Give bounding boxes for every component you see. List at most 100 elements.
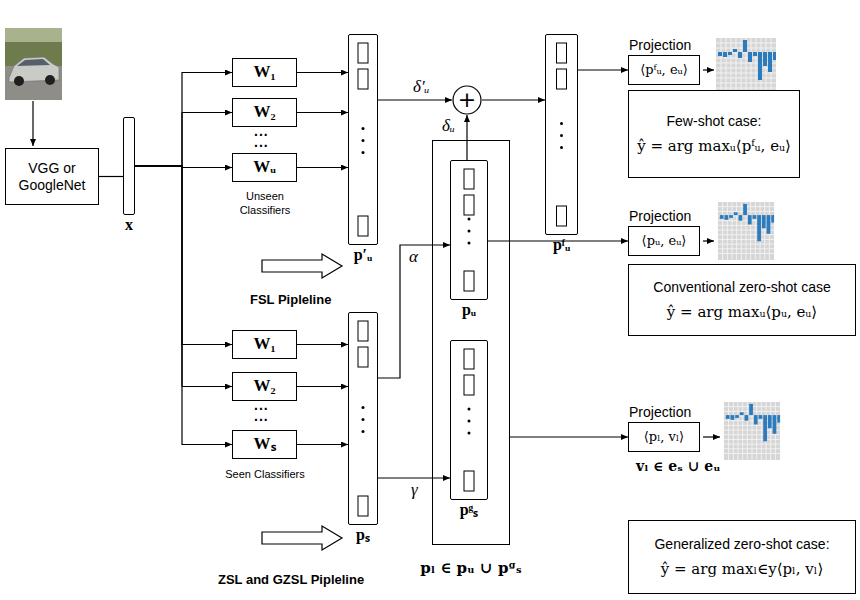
input-arrow: [32, 101, 33, 146]
classifier-box: Wₛ: [232, 430, 297, 459]
ellipsis: ...: [254, 126, 269, 137]
vector-cell: [557, 43, 567, 63]
connector: [297, 444, 348, 445]
vector-dot: [362, 406, 365, 409]
formula: ⟨pₗ, vₗ⟩: [644, 429, 684, 445]
node-label: Wₛ: [254, 435, 276, 454]
feature-vector: x: [123, 117, 135, 215]
vector-dot: [468, 408, 471, 411]
pipeline-arrow: [262, 254, 342, 278]
vector-dot: [362, 139, 365, 142]
vector-cell: [358, 43, 368, 63]
node-label: pₛ: [356, 526, 370, 544]
connector: [297, 386, 348, 387]
score-vector: pᵤ: [450, 160, 488, 300]
sum-node: +: [452, 85, 482, 115]
classifier-box: W₁: [232, 58, 297, 87]
edge-label: α: [408, 248, 419, 267]
group-caption: Unseen Classifiers: [225, 190, 305, 218]
score-vector: pₛ: [348, 312, 378, 525]
sum-outline: [453, 86, 481, 114]
connector: [297, 344, 348, 345]
ellipsis: ...: [254, 137, 269, 148]
node-label: Wᵤ: [253, 158, 276, 177]
case-title: Conventional zero-shot case: [653, 279, 830, 296]
vector-cell: [358, 347, 368, 367]
node-label: pᵍₛ: [460, 501, 479, 519]
vector-dot: [560, 122, 563, 125]
projection-box: Projection⟨pᶠᵤ, eᵤ⟩: [628, 55, 700, 85]
node-label: p′ᵤ: [354, 246, 373, 264]
connector: [510, 436, 628, 437]
vector-dot: [560, 134, 563, 137]
chart-arrow: [703, 240, 714, 241]
score-chart: [718, 202, 774, 260]
vector-dot: [468, 218, 471, 221]
vector-cell: [464, 471, 474, 491]
vector-cell: [358, 321, 368, 341]
vector-cell: [358, 69, 368, 89]
formula: ⟨pᶠᵤ, eᵤ⟩: [640, 62, 688, 78]
connector: [578, 69, 628, 70]
node-label: pₗ ∈ pᵤ ∪ pᵍₛ: [420, 560, 522, 577]
car-photo: [5, 28, 62, 100]
score-chart: [724, 402, 780, 460]
vector-cell: [358, 496, 368, 516]
vector-cells: [349, 313, 379, 526]
formula: ŷ = arg maxᵤ⟨pᶠᵤ, eᵤ⟩: [637, 137, 791, 155]
vector-cells: [349, 35, 379, 246]
chart-arrow: [703, 436, 720, 437]
connector: [99, 176, 123, 177]
ellipsis: ...: [254, 411, 269, 422]
formula: ⟨pᵤ, eᵤ⟩: [642, 233, 687, 249]
car-wheel: [14, 76, 24, 86]
connector: [135, 166, 232, 445]
photo-foliage: [5, 28, 62, 100]
connector: [135, 166, 232, 387]
vector-cell: [557, 69, 567, 89]
node-label: +: [458, 89, 476, 111]
projection-title: Projection: [629, 405, 691, 420]
classifier-box: W₂: [232, 98, 297, 127]
connector: [466, 115, 467, 160]
pipeline-name: FSL Pipleline: [250, 292, 331, 307]
set-note: vₗ ∈ eₛ ∪ eᵤ: [636, 458, 720, 474]
formula: ŷ = arg maxₗ∈y⟨pₗ, vₗ⟩: [661, 560, 824, 578]
formula: ŷ = arg maxᵤ⟨pᵤ, eᵤ⟩: [667, 303, 817, 321]
node-label: x: [125, 216, 133, 234]
node-label: W₁: [253, 335, 275, 354]
vector-dot: [362, 127, 365, 130]
score-vector: p′ᵤ: [348, 34, 378, 245]
vector-dot: [468, 242, 471, 245]
edge-label: δᵤ: [441, 117, 456, 136]
vector-cell: [464, 169, 474, 189]
car-window: [17, 59, 50, 66]
node-label: W₂: [253, 103, 275, 122]
connector: [135, 166, 232, 345]
node-label: W₂: [253, 377, 275, 396]
connector: [482, 99, 545, 100]
vector-cell: [464, 375, 474, 395]
ellipsis: ...: [254, 400, 269, 411]
node-label: VGG or GoogleNet: [10, 160, 94, 194]
vector-cell: [464, 195, 474, 215]
classifier-box: Wᵤ: [232, 153, 297, 182]
pipeline-name: ZSL and GZSL Pipleline: [218, 572, 364, 587]
edge-label: γ: [410, 481, 419, 500]
connector: [378, 99, 452, 100]
vector-cell: [358, 216, 368, 236]
node-label: W₁: [253, 63, 275, 82]
score-vector: pᵍₛ: [450, 340, 488, 500]
case-box: Few-shot case:ŷ = arg maxᵤ⟨pᶠᵤ, eᵤ⟩: [628, 90, 800, 178]
vector-cell: [464, 271, 474, 291]
vector-cells: [451, 161, 489, 301]
projection-box: Projection⟨pᵤ, eᵤ⟩: [628, 226, 700, 256]
car-wheel: [45, 75, 55, 85]
connector: [378, 245, 450, 378]
projection-title: Projection: [629, 38, 691, 53]
score-vector: pᶠᵤ: [545, 34, 578, 235]
vector-dot: [468, 230, 471, 233]
vector-dot: [468, 432, 471, 435]
connector: [378, 477, 450, 478]
group-box: pₗ ∈ pᵤ ∪ pᵍₛpᵤpᵍₛ: [432, 140, 510, 545]
